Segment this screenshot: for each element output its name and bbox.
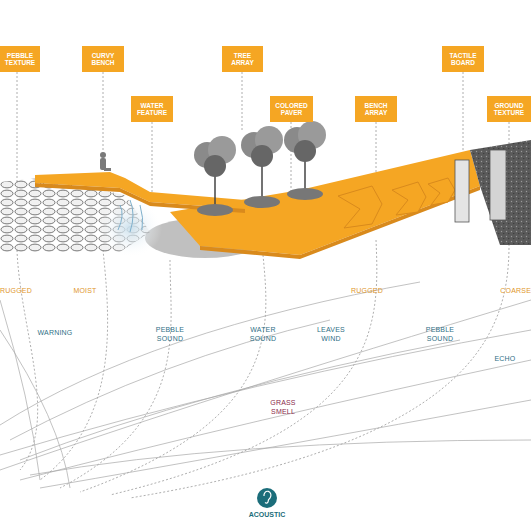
seated-person — [100, 152, 106, 158]
seated-person — [100, 152, 111, 171]
callout-box: TREE ARRAY — [222, 46, 263, 72]
sensory-label: PEBBLE SOUND — [420, 325, 460, 343]
perception-curves — [0, 330, 531, 455]
leader-lines — [242, 72, 243, 130]
tactile-boards — [455, 160, 469, 222]
callout-text: PEBBLE TEXTURE — [3, 52, 37, 67]
sensory-label: RUGGED — [0, 286, 40, 295]
sensory-label: GRASS SMELL — [263, 398, 303, 416]
tree-array — [287, 188, 323, 200]
tree-array — [251, 145, 273, 167]
callout-box: PEBBLE TEXTURE — [0, 46, 40, 72]
sensory-label: MOIST — [65, 286, 105, 295]
callout-box: BENCH ARRAY — [355, 96, 397, 122]
bench-array — [338, 178, 455, 228]
sensory-label: RUGGED — [347, 286, 387, 295]
callout-text: BENCH ARRAY — [358, 102, 394, 117]
bench-array — [338, 186, 382, 228]
leader-lines — [130, 240, 509, 498]
leader-lines — [17, 72, 18, 190]
callout-box: CURVY BENCH — [82, 46, 124, 72]
perception-curves — [0, 282, 420, 425]
sensory-label: ECHO — [485, 354, 525, 363]
leader-lines — [17, 72, 509, 498]
callout-box: COLORED PAVER — [270, 96, 313, 122]
perception-curves — [20, 360, 531, 480]
tactile-boards — [490, 150, 506, 220]
perception-curves — [20, 340, 460, 460]
ground-texture — [470, 140, 531, 245]
acoustic-icon: ACOUSTIC — [232, 486, 302, 526]
perception-curves — [0, 330, 70, 488]
callout-text: TREE ARRAY — [225, 52, 260, 67]
sensory-label: COARSE — [494, 286, 531, 295]
category-label: ACOUSTIC — [232, 511, 302, 518]
water-feature — [98, 198, 162, 258]
leader-lines — [152, 122, 153, 200]
bench-array — [392, 182, 426, 215]
perception-curves — [30, 440, 531, 475]
acoustic-icon-circle — [257, 488, 277, 508]
tree-array — [294, 140, 316, 162]
bench-array — [428, 178, 455, 205]
leader-lines — [80, 255, 266, 492]
callout-box: TACTILE BOARD — [442, 46, 484, 72]
ear-glyph — [264, 491, 271, 503]
sensory-label: WATER SOUND — [243, 325, 283, 343]
tree-array — [204, 155, 226, 177]
water-feature — [98, 198, 162, 258]
water-feature — [118, 200, 143, 232]
tree-array — [194, 121, 326, 216]
perception-curves — [0, 300, 40, 480]
callout-text: CURVY BENCH — [85, 52, 121, 67]
sensory-label: LEAVES WIND — [311, 325, 351, 343]
leader-lines — [17, 250, 38, 470]
leader-lines — [40, 250, 108, 480]
sensory-label: WARNING — [35, 328, 75, 337]
callout-text: TACTILE BOARD — [445, 52, 481, 67]
callout-text: WATER FEATURE — [134, 102, 170, 117]
ground-texture — [470, 140, 531, 245]
leader-lines — [103, 72, 104, 160]
perception-curves — [0, 300, 531, 470]
perception-curves — [0, 282, 531, 488]
callout-box: GROUND TEXTURE — [487, 96, 531, 122]
callout-box: WATER FEATURE — [131, 96, 173, 122]
sensory-label: PEBBLE SOUND — [150, 325, 190, 343]
tree-array — [244, 196, 280, 208]
acoustic-icon-circle — [232, 486, 302, 510]
leader-lines — [110, 240, 377, 495]
callout-text: GROUND TEXTURE — [490, 102, 528, 117]
seated-person — [104, 168, 111, 171]
colored-paver — [170, 150, 480, 259]
perception-curves — [10, 320, 330, 440]
callout-text: COLORED PAVER — [273, 102, 310, 117]
leader-lines — [463, 72, 464, 160]
tactile-boards — [455, 150, 506, 222]
tree-array — [197, 204, 233, 216]
